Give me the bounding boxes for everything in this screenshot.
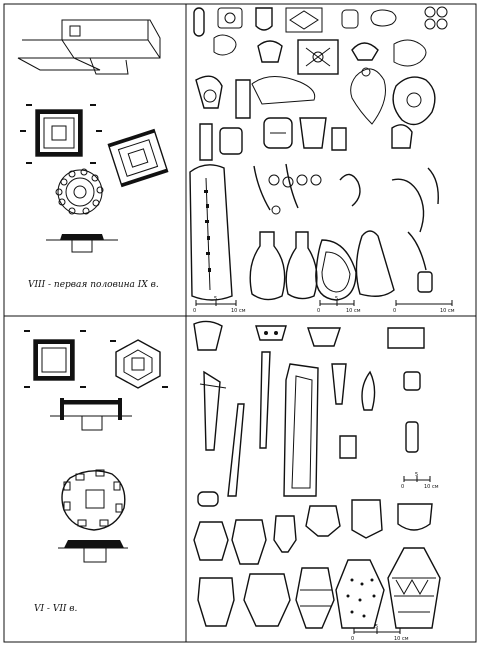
scale-bar-upper-right: 0 10 см: [393, 300, 455, 314]
scale-zero: 0: [401, 484, 404, 490]
scale-zero: 0: [351, 636, 354, 642]
scale-end: 10 см: [346, 308, 361, 314]
hearth-elevation-lower: [50, 398, 132, 431]
plaques-row: [193, 320, 425, 351]
stirrups-group: [249, 230, 433, 301]
scale-zero: 0: [193, 308, 196, 314]
lower-period-label: VI - VII в.: [34, 604, 78, 614]
scale-end: 10 см: [394, 636, 409, 642]
square-hearth-plan-lower: [24, 330, 86, 388]
hearth-section-lower: [58, 540, 128, 563]
scale-mid: 5: [335, 296, 338, 302]
scale-bar-lower-bottom: 0 5 10 см: [351, 624, 409, 642]
scale-end: 10 см: [440, 308, 455, 314]
scale-mid: 5: [214, 296, 217, 302]
scale-end: 10 см: [231, 308, 246, 314]
upper-period-label: VIII - первая половина IX в.: [28, 280, 159, 290]
scale-end: 10 см: [424, 484, 439, 490]
scale-bar-upper-left: 0 5 10 см: [193, 296, 246, 314]
scale-zero: 0: [317, 308, 320, 314]
rotated-hearth-plan: [107, 128, 169, 188]
scale-mid: 5: [375, 624, 378, 630]
scale-bar-lower-mid: 0 5 10 см: [401, 472, 439, 490]
square-hearth-plan: [20, 104, 102, 164]
scale-mid: 5: [415, 472, 418, 478]
scale-zero: 0: [393, 308, 396, 314]
belt-fittings-group: [193, 6, 448, 75]
structure-perspective-drawing: [17, 19, 161, 75]
stone-circle-plan: [55, 168, 104, 215]
buckles-row: [199, 117, 413, 161]
scale-bar-upper-mid: 0 5 10 см: [317, 296, 361, 314]
ceramic-vessels: [193, 491, 441, 629]
stone-ring-plan-lower: [61, 469, 126, 531]
hearth-section: [46, 234, 118, 253]
weapons-and-tools: [199, 351, 421, 497]
hexagonal-hearth-plan: [110, 339, 168, 389]
stirrup-and-bit-chains: [253, 163, 439, 233]
inscribed-stone: [189, 164, 233, 301]
plate-frame: [3, 3, 477, 643]
harness-buckles-and-pendants: [195, 67, 436, 126]
